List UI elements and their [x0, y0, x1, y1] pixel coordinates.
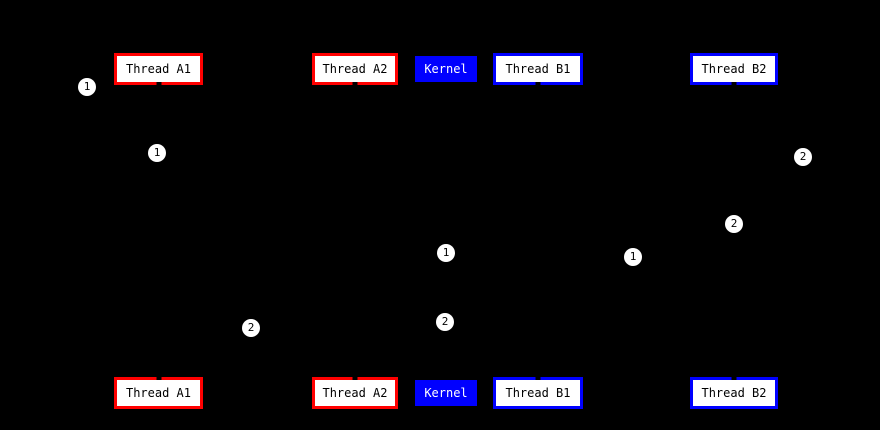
step-marker: 1	[624, 248, 642, 266]
lifeline-tick	[352, 376, 358, 380]
step-marker: 2	[725, 215, 743, 233]
node-thread-a2-top: Thread A2	[312, 53, 398, 86]
node-label: Thread B2	[701, 386, 767, 400]
node-label: Thread B1	[505, 62, 571, 76]
node-thread-b1-top: Thread B1	[493, 53, 583, 86]
lifeline-tick	[156, 82, 161, 86]
node-label: Kernel	[424, 386, 468, 400]
node-thread-b1-bottom: Thread B1	[493, 376, 583, 409]
node-thread-a2-bottom: Thread A2	[312, 376, 398, 409]
step-marker: 1	[437, 244, 455, 262]
node-kernel-top: Kernel	[415, 56, 477, 82]
step-marker: 2	[242, 319, 260, 337]
lifeline-tick	[156, 376, 161, 380]
node-label: Thread A1	[125, 62, 192, 76]
node-thread-b2-top: Thread B2	[690, 53, 778, 86]
node-label: Thread B1	[505, 386, 571, 400]
node-label: Thread A2	[322, 62, 388, 76]
lifeline-tick	[731, 82, 737, 86]
step-marker: 1	[148, 144, 166, 162]
lifeline-tick	[731, 376, 737, 380]
node-label: Thread A1	[125, 386, 192, 400]
node-thread-a1-bottom: Thread A1	[114, 376, 203, 409]
node-label: Kernel	[424, 62, 468, 76]
node-thread-a1-top: Thread A1	[114, 53, 203, 86]
step-marker: 1	[78, 78, 96, 96]
lifeline-tick	[535, 82, 541, 86]
node-label: Thread B2	[701, 62, 767, 76]
node-thread-b2-bottom: Thread B2	[690, 376, 778, 409]
lifeline-tick	[535, 376, 541, 380]
step-marker: 2	[794, 148, 812, 166]
node-label: Thread A2	[322, 386, 388, 400]
node-kernel-bottom: Kernel	[415, 380, 477, 406]
lifeline-tick	[352, 82, 358, 86]
step-marker: 2	[436, 313, 454, 331]
